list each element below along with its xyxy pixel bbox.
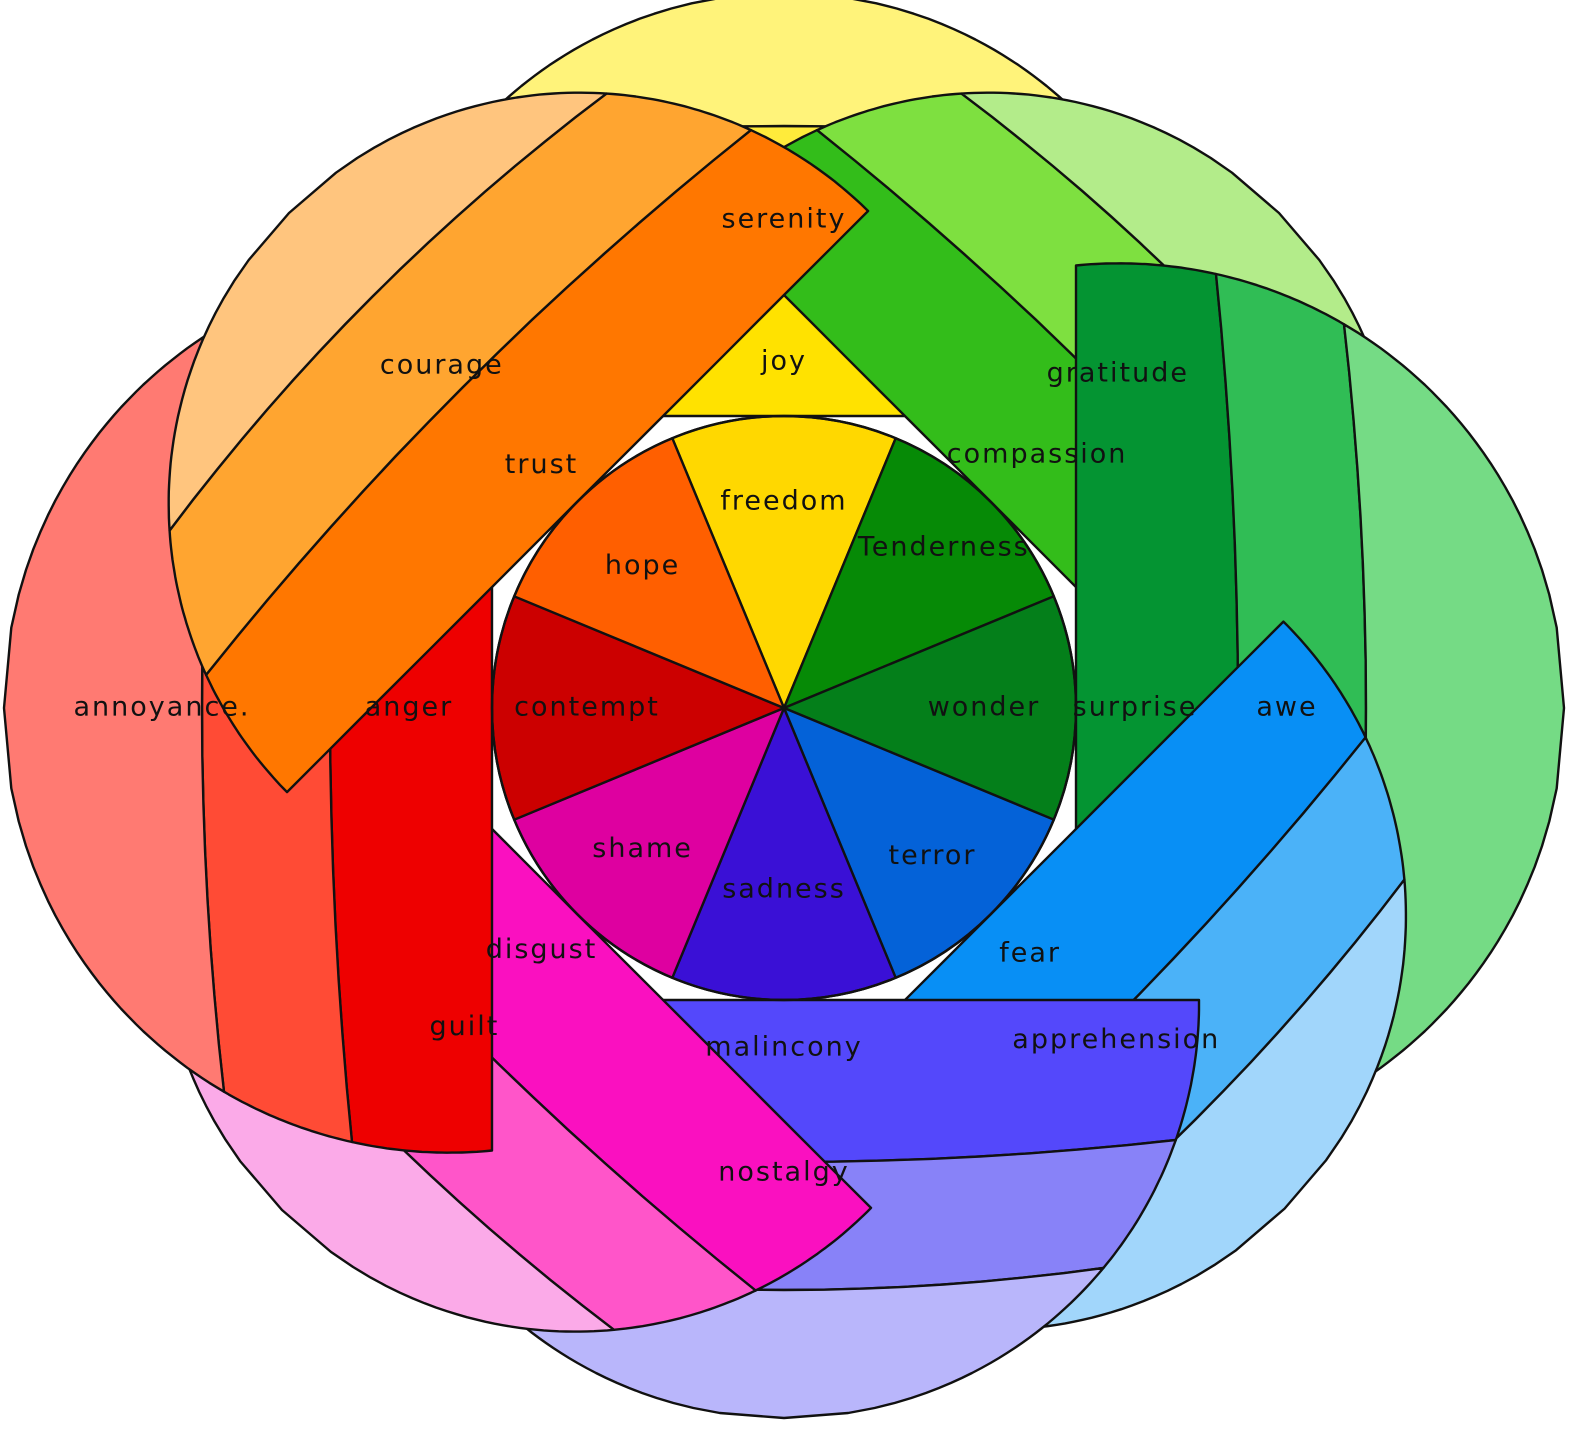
label-sadness: sadness	[722, 874, 846, 905]
label-disgust: disgust	[486, 934, 598, 965]
label-courage: courage	[380, 349, 504, 380]
label-guilt: guilt	[429, 1011, 499, 1042]
label-surprise: surprise	[1073, 692, 1198, 723]
label-gratitude: gratitude	[1047, 358, 1189, 389]
label-shame: shame	[592, 833, 693, 864]
label-freedom: freedom	[720, 486, 847, 517]
label-wonder: wonder	[928, 692, 1041, 723]
label-joy: joy	[760, 346, 807, 377]
label-serenity: serenity	[722, 204, 847, 235]
label-awe: awe	[1256, 692, 1317, 723]
label-compassion: compassion	[947, 438, 1128, 469]
label-terror: terror	[889, 840, 977, 871]
label-hope: hope	[605, 550, 680, 581]
label-anger: anger	[365, 692, 454, 723]
inner-circle	[490, 414, 1078, 1002]
label-annoyance: annoyance.	[74, 692, 251, 723]
label-tenderness: Tenderness	[857, 532, 1030, 563]
label-malincony: malincony	[705, 1032, 862, 1063]
label-fear: fear	[999, 938, 1061, 969]
label-apprehension: apprehension	[1012, 1024, 1220, 1055]
petal-layer	[2, 0, 1566, 1420]
orange-ring-4	[167, 91, 608, 532]
petal-orange	[167, 91, 870, 794]
label-nostalgy: nostalgy	[718, 1157, 849, 1188]
label-trust: trust	[505, 449, 578, 480]
label-contempt: contempt	[514, 692, 660, 723]
